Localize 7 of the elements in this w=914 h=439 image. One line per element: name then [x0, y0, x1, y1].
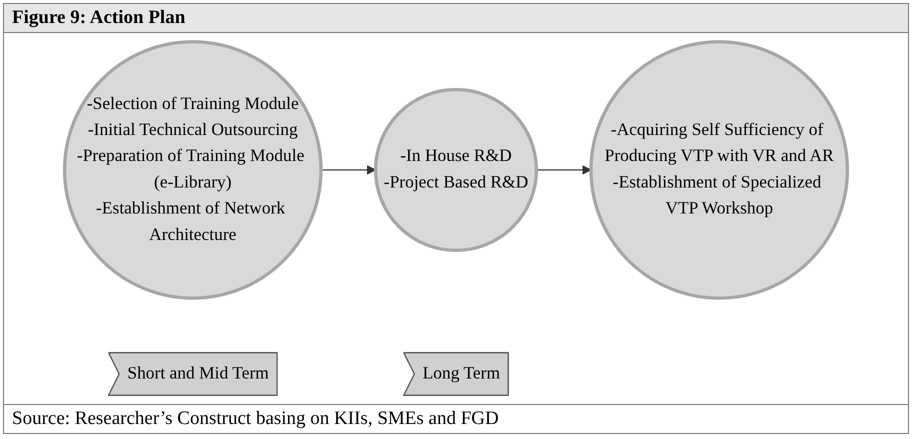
node-circle: -Acquiring Self Sufficiency of Producing VTP with VR and AR -Establishment of Specialized VTP Workshop: [589, 40, 850, 300]
arrow: [321, 165, 376, 175]
node-circle: -In House R&D -Project Based R&D: [374, 88, 538, 252]
node-circle: -Selection of Training Module -Initial Technical Outsourcing -Preparation of Training Module (e-Library) -Establishment of Network Architecture: [62, 40, 323, 300]
arrow: [536, 165, 592, 175]
caption: Source: Researcher’s Construct basing on KIIs, SMEs and FGD: [4, 404, 908, 433]
figure-title: Figure 9: Action Plan: [4, 4, 908, 33]
